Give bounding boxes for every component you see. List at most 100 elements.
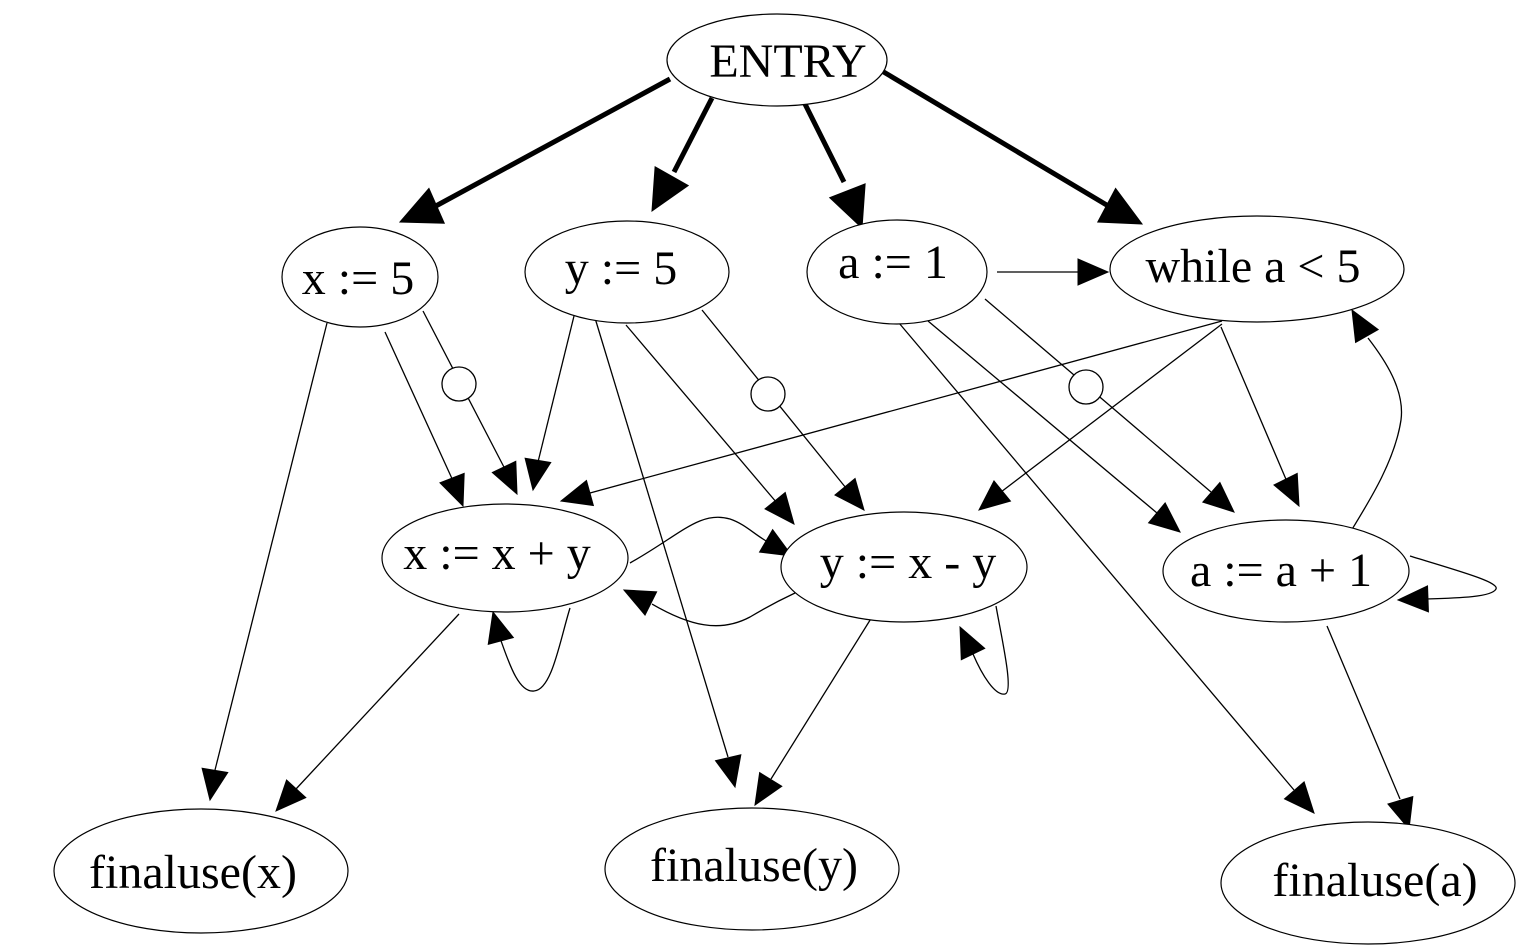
node-while-cond-label: while a < 5 — [1145, 240, 1360, 293]
edge-y-assign-diff-to-finaluse-y — [754, 616, 873, 807]
edge-a-assign-1-to-finaluse-a — [898, 322, 1315, 814]
edge-while-cond-to-y-assign-diff — [978, 323, 1223, 511]
edge-a-assign-1-to-finaluse-a-arrowhead — [1283, 780, 1315, 814]
node-y-assign-diff[interactable]: y := x - y — [780, 511, 1028, 623]
node-while-cond[interactable]: while a < 5 — [1109, 215, 1405, 323]
edge-a-increment-to-while-cond — [1350, 308, 1403, 532]
edge-entry-to-while-cond-line — [880, 68, 1112, 210]
node-a-increment-label: a := a + 1 — [1190, 544, 1372, 597]
edge-x-assign-sum-to-finaluse-x-line — [295, 613, 460, 790]
edge-y-assign-5-to-y-assign-diff-b — [701, 309, 865, 511]
edge-a-assign-1-to-finaluse-a-line — [898, 322, 1295, 791]
node-x-assign-5-label: x := 5 — [302, 252, 414, 305]
edge-a-increment-to-while-cond-line — [1350, 337, 1403, 532]
edge-while-cond-to-a-increment — [1220, 326, 1300, 508]
edge-x-assign-5-to-x-assign-sum-b-arrowhead — [491, 460, 518, 496]
edge-a-increment-to-finaluse-a-arrowhead — [1387, 795, 1414, 831]
edge-y-assign-5-to-finaluse-y-line — [594, 317, 729, 758]
edge-entry-to-y-assign-5 — [651, 96, 715, 213]
edge-x-assign-sum-to-finaluse-x-arrowhead — [275, 779, 307, 812]
edge-a-assign-1-to-while-cond-arrowhead — [1077, 258, 1110, 286]
edge-x-assign-sum-self-loop-arrowhead — [487, 610, 515, 646]
edge-y-assign-5-to-x-assign-sum — [524, 315, 575, 492]
node-y-assign-5[interactable]: y := 5 — [524, 220, 730, 324]
edge-a-assign-1-to-a-increment-a — [927, 320, 1181, 533]
edge-x-assign-5-to-x-assign-sum-b-circle-marker — [441, 366, 477, 402]
edge-entry-to-x-assign-5-line — [432, 76, 672, 210]
edge-while-cond-to-a-increment-arrowhead — [1273, 472, 1300, 508]
edge-a-assign-1-to-a-increment-b — [984, 298, 1235, 513]
node-finaluse-x[interactable]: finaluse(x) — [53, 808, 349, 934]
edge-y-assign-5-to-y-assign-diff-b-arrowhead — [834, 477, 865, 511]
node-y-assign-diff-label: y := x - y — [820, 536, 996, 589]
edge-while-cond-to-y-assign-diff-arrowhead — [978, 480, 1012, 511]
edge-y-assign-5-to-y-assign-diff-b-circle-marker — [750, 376, 786, 412]
node-y-assign-5-label: y := 5 — [565, 242, 677, 295]
edge-x-assign-sum-self-loop — [487, 607, 571, 692]
node-finaluse-a[interactable]: finaluse(a) — [1220, 821, 1516, 945]
edge-x-assign-sum-to-y-assign-diff — [629, 516, 794, 564]
edge-while-cond-to-y-assign-diff-line — [1000, 323, 1223, 493]
node-finaluse-x-label: finaluse(x) — [89, 846, 297, 899]
edge-x-assign-sum-self-loop-line — [499, 607, 571, 692]
node-x-assign-sum-label: x := x + y — [403, 527, 590, 580]
edge-while-cond-to-a-increment-line — [1220, 326, 1289, 485]
edge-entry-to-x-assign-5 — [398, 76, 672, 224]
edge-x-assign-5-to-x-assign-sum-a-line — [384, 331, 455, 484]
edge-y-assign-5-to-y-assign-diff-a — [625, 324, 795, 525]
edge-while-cond-to-x-assign-sum-line — [589, 320, 1223, 494]
edge-a-increment-to-while-cond-arrowhead — [1351, 308, 1380, 344]
node-entry[interactable]: ENTRY — [666, 13, 888, 107]
edge-y-assign-diff-to-x-assign-sum-line — [651, 592, 796, 627]
node-finaluse-y-label: finaluse(y) — [650, 839, 858, 892]
edge-a-assign-1-to-a-increment-a-arrowhead — [1147, 501, 1181, 533]
edge-a-increment-to-finaluse-a — [1326, 625, 1414, 831]
edge-a-assign-1-to-a-increment-b-circle-marker — [1068, 369, 1104, 405]
edge-y-assign-diff-to-x-assign-sum — [622, 589, 796, 627]
node-a-assign-1-label: a := 1 — [838, 236, 948, 289]
edge-y-assign-5-to-x-assign-sum-line — [536, 315, 575, 467]
edge-x-assign-5-to-finaluse-x-line — [214, 322, 328, 771]
node-finaluse-a-label: finaluse(a) — [1272, 854, 1477, 907]
edge-a-increment-self-loop-arrowhead — [1396, 585, 1429, 613]
edges — [201, 68, 1497, 831]
edge-entry-to-x-assign-5-arrowhead — [398, 187, 446, 224]
node-finaluse-y[interactable]: finaluse(y) — [604, 807, 900, 931]
edge-while-cond-to-x-assign-sum-arrowhead — [559, 479, 595, 507]
edge-a-assign-1-to-a-increment-b-arrowhead — [1201, 481, 1235, 513]
edge-a-increment-self-loop-line — [1409, 555, 1497, 600]
edge-entry-to-a-assign-1 — [801, 100, 866, 230]
edge-x-assign-sum-to-y-assign-diff-line — [629, 516, 769, 564]
edge-x-assign-5-to-finaluse-x-arrowhead — [201, 767, 229, 802]
edge-x-assign-sum-to-y-assign-diff-arrowhead — [758, 528, 794, 557]
edge-while-cond-to-x-assign-sum — [559, 320, 1223, 507]
node-x-assign-sum[interactable]: x := x + y — [381, 503, 629, 613]
node-a-increment[interactable]: a := a + 1 — [1162, 519, 1410, 623]
node-a-assign-1[interactable]: a := 1 — [806, 219, 988, 325]
edge-x-assign-5-to-x-assign-sum-a-arrowhead — [439, 472, 465, 508]
edge-y-assign-5-to-finaluse-y — [594, 317, 742, 789]
edge-entry-to-a-assign-1-arrowhead — [828, 183, 866, 230]
edge-x-assign-sum-to-finaluse-x — [275, 613, 460, 812]
edge-y-assign-5-to-x-assign-sum-arrowhead — [524, 457, 552, 492]
edge-entry-to-while-cond — [880, 68, 1144, 225]
edge-a-increment-self-loop — [1396, 555, 1497, 613]
edge-x-assign-5-to-x-assign-sum-b — [422, 310, 518, 496]
edge-a-assign-1-to-while-cond — [997, 258, 1110, 286]
edge-y-assign-diff-self-loop-line — [972, 605, 1009, 695]
edge-entry-to-y-assign-5-arrowhead — [651, 166, 690, 213]
edge-y-assign-diff-to-finaluse-y-arrowhead — [754, 771, 783, 807]
edge-y-assign-diff-self-loop — [959, 605, 1009, 695]
node-entry-label: ENTRY — [709, 35, 866, 88]
edge-entry-to-a-assign-1-line — [801, 100, 847, 184]
edge-y-assign-5-to-finaluse-y-arrowhead — [714, 754, 742, 789]
edge-entry-to-y-assign-5-line — [671, 96, 715, 174]
node-x-assign-5[interactable]: x := 5 — [281, 226, 439, 328]
edge-a-assign-1-to-a-increment-a-line — [927, 320, 1158, 514]
edge-a-increment-to-finaluse-a-line — [1326, 625, 1401, 800]
edge-x-assign-5-to-finaluse-x — [201, 322, 328, 802]
edge-y-assign-diff-self-loop-arrowhead — [959, 625, 986, 661]
edge-y-assign-5-to-y-assign-diff-a-arrowhead — [764, 491, 795, 525]
edge-y-assign-diff-to-finaluse-y-line — [770, 616, 873, 780]
edge-y-assign-5-to-y-assign-diff-a-line — [625, 324, 778, 504]
